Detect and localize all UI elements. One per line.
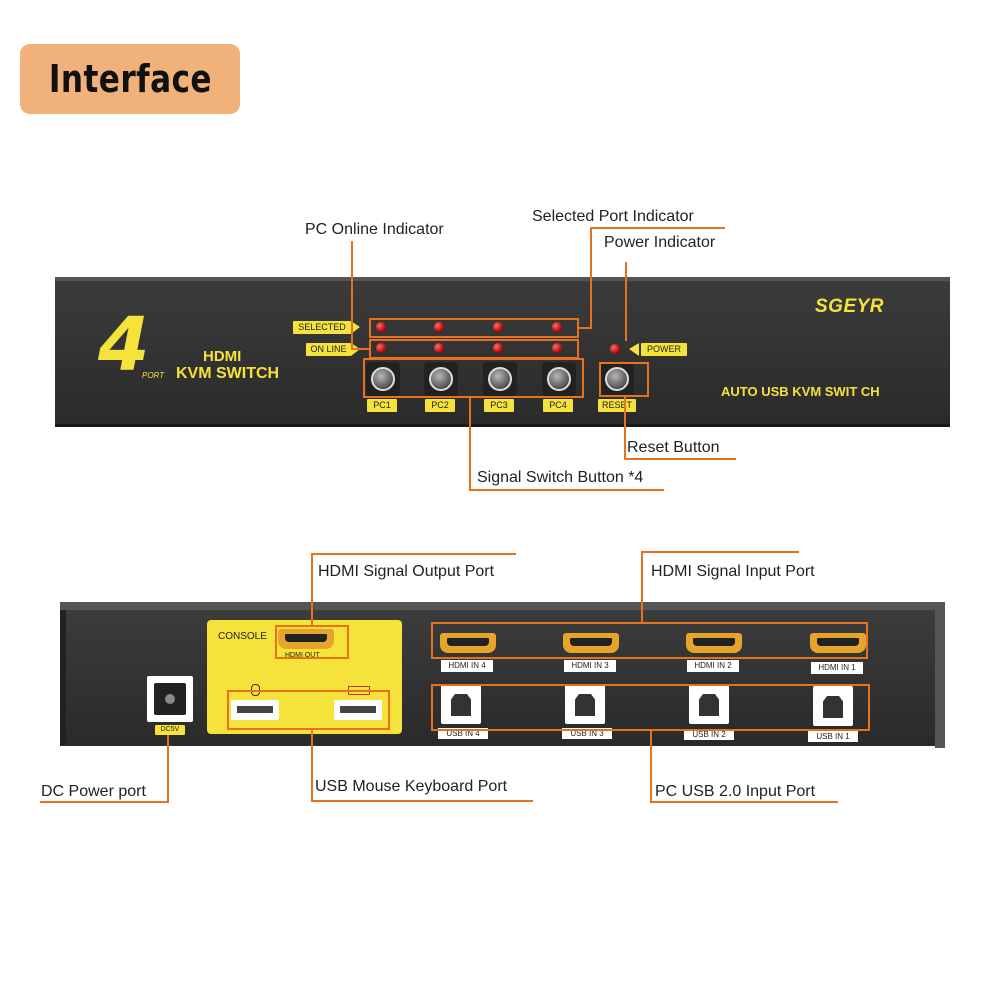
dc-label: DC5V — [155, 725, 185, 735]
hdmi-output-line-h — [311, 553, 516, 555]
power-label: POWER — [641, 343, 687, 356]
reset-button-callout: Reset Button — [627, 439, 720, 456]
reset-button-box — [599, 362, 649, 397]
usb-in-2-port[interactable] — [689, 684, 729, 724]
front-panel-bottom-edge — [55, 424, 950, 427]
pc-usb-line-h — [650, 801, 838, 803]
rear-panel-top-edge — [60, 602, 945, 612]
usb-inputs-box — [431, 684, 870, 731]
power-indicator-callout: Power Indicator — [604, 234, 716, 251]
hdmi-in-3-port[interactable] — [563, 633, 619, 653]
reset-button[interactable] — [605, 367, 629, 391]
hdmi-in-2-port[interactable] — [686, 633, 742, 653]
online-led-4 — [552, 343, 562, 353]
hdmi-signal-input-port-callout: HDMI Signal Input Port — [651, 563, 815, 580]
rear-panel-right-edge — [935, 608, 945, 748]
brand-logo: SGEYR — [815, 296, 885, 317]
power-led — [610, 344, 620, 354]
pc-online-line-v — [351, 241, 353, 349]
signal-switch-line-v — [469, 397, 471, 491]
reset-button-line-v — [624, 396, 626, 460]
usb-in-4-port[interactable] — [441, 684, 481, 724]
rear-panel — [60, 610, 940, 746]
front-panel-edge — [55, 277, 950, 281]
hdmi-in-4-port[interactable] — [440, 633, 496, 653]
console-label: CONSOLE — [218, 631, 267, 642]
hdmi-output-line-v — [311, 553, 313, 627]
usb-mkb-line-v — [311, 729, 313, 802]
signal-switch-button-callout: Signal Switch Button *4 — [477, 469, 644, 486]
hdmi-out-port[interactable] — [278, 629, 334, 649]
pc4-label: PC4 — [543, 399, 573, 412]
dc-power-pin — [163, 692, 177, 706]
usb-console-box — [227, 690, 390, 730]
big-port-number: 4 — [98, 302, 150, 388]
power-arrow — [629, 343, 639, 356]
usb-in-4-label: USB IN 4 — [438, 728, 488, 739]
hdmi-out-box — [275, 625, 349, 659]
selected-port-indicator-callout: Selected Port Indicator — [532, 208, 694, 225]
selected-led-4 — [552, 322, 562, 332]
hdmi-word: HDMI — [203, 348, 242, 365]
dc-power-line-h — [40, 801, 169, 803]
hdmi-in-4-label: HDMI IN 4 — [441, 660, 493, 672]
kvm-switch-word: KVM SWITCH — [176, 365, 280, 382]
front-subtitle: AUTO USB KVM SWIT CH — [721, 384, 880, 399]
selected-arrow — [351, 321, 360, 334]
online-indicator-box — [369, 339, 579, 359]
pc1-button[interactable] — [371, 367, 395, 391]
signal-switch-line-h — [469, 489, 664, 491]
pc2-button[interactable] — [429, 367, 453, 391]
dc-power-port-callout: DC Power port — [41, 783, 146, 800]
usb-in-3-label: USB IN 3 — [562, 728, 612, 739]
hdmi-input-line-v — [641, 551, 643, 623]
usb-in-2-label: USB IN 2 — [684, 729, 734, 740]
online-led-1 — [376, 343, 386, 353]
pc-online-line-h — [351, 348, 370, 350]
pc4-button[interactable] — [547, 367, 571, 391]
online-led-2 — [434, 343, 444, 353]
power-indicator-line — [625, 262, 627, 341]
selected-port-line-v — [590, 227, 592, 328]
selected-led-1 — [376, 322, 386, 332]
selected-indicator-box — [369, 318, 579, 338]
usb-keyboard-port[interactable] — [334, 700, 382, 720]
rear-panel-left-edge — [60, 610, 66, 746]
dc-power-line-v — [167, 735, 169, 803]
usb-in-3-port[interactable] — [565, 684, 605, 724]
pc-usb-input-port-callout: PC USB 2.0 Input Port — [655, 783, 816, 800]
usb-mkb-line-h — [311, 800, 533, 802]
usb-in-1-port[interactable] — [813, 686, 853, 726]
switch-buttons-box — [363, 358, 584, 398]
selected-led-3 — [493, 322, 503, 332]
selected-label: SELECTED — [293, 321, 351, 334]
pc1-label: PC1 — [367, 399, 397, 412]
usb-in-1-label: USB IN 1 — [808, 731, 858, 742]
reset-label: RESET — [598, 399, 636, 412]
hdmi-out-label: HDMI OUT — [285, 652, 320, 659]
pc3-button[interactable] — [488, 367, 512, 391]
pc3-label: PC3 — [484, 399, 514, 412]
pc-online-indicator-callout: PC Online Indicator — [305, 221, 444, 238]
online-led-3 — [493, 343, 503, 353]
online-label: ON LINE — [306, 343, 351, 356]
port-word: PORT — [142, 371, 165, 380]
usb-mouse-port[interactable] — [231, 700, 279, 720]
hdmi-in-1-label: HDMI IN 1 — [811, 662, 863, 674]
usb-mouse-keyboard-port-callout: USB Mouse Keyboard Port — [315, 778, 508, 795]
hdmi-signal-output-port-callout: HDMI Signal Output Port — [318, 563, 495, 580]
title-badge: Interface — [20, 44, 240, 114]
selected-led-2 — [434, 322, 444, 332]
reset-button-line-h — [624, 458, 736, 460]
hdmi-in-2-label: HDMI IN 2 — [687, 660, 739, 672]
selected-port-line-h2 — [578, 327, 592, 329]
page-title: Interface — [48, 57, 212, 101]
hdmi-inputs-box — [431, 622, 868, 659]
selected-port-line-h1 — [590, 227, 725, 229]
pc2-label: PC2 — [425, 399, 455, 412]
pc-usb-line-v — [650, 730, 652, 803]
hdmi-in-1-port[interactable] — [810, 633, 866, 653]
hdmi-input-line-h — [641, 551, 799, 553]
hdmi-in-3-label: HDMI IN 3 — [564, 660, 616, 672]
